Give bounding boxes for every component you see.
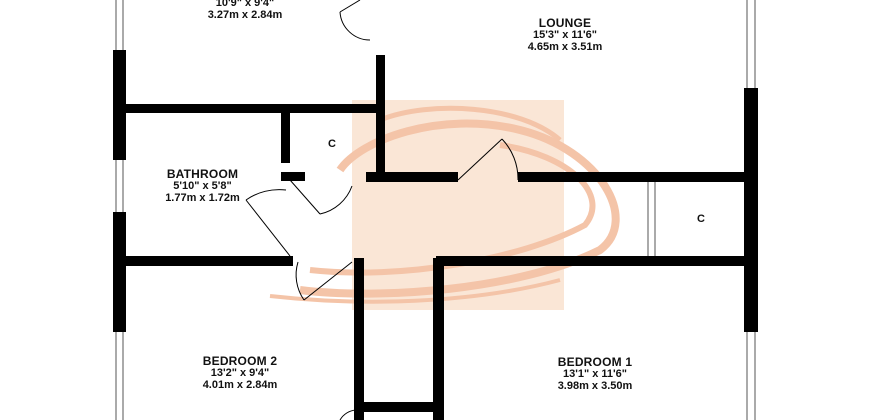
windows: [115, 0, 756, 420]
room-label-lounge: LOUNGE 15'3" x 11'6" 4.65m x 3.51m: [500, 17, 630, 53]
closet-label: C: [328, 138, 336, 150]
room-dimensions-imperial: 13'2" x 9'4": [210, 367, 270, 379]
room-dimensions-imperial: 5'10" x 5'8": [173, 180, 232, 192]
room-dimensions-metric: 4.65m x 3.51m: [527, 41, 603, 53]
closet-label: C: [697, 213, 705, 225]
room-name: LOUNGE: [538, 16, 592, 30]
room-name: BEDROOM 1: [557, 355, 633, 369]
room-name: BEDROOM 2: [202, 354, 278, 368]
room-name: BATHROOM: [166, 167, 239, 181]
doors: [245, 0, 519, 420]
room-dimensions-imperial: 13'1" x 11'6": [563, 368, 627, 380]
room-dimensions-metric: 3.27m x 2.84m: [207, 9, 283, 21]
room-label-bedroom-2: BEDROOM 2 13'2" x 9'4" 4.01m x 2.84m: [175, 355, 305, 391]
watermark-logo: [269, 100, 620, 310]
room-dimensions-metric: 3.98m x 3.50m: [557, 380, 633, 392]
room-label-bathroom: BATHROOM 5'10" x 5'8" 1.77m x 1.72m: [140, 168, 265, 204]
room-label-top-left: 10'9" x 9'4" 3.27m x 2.84m: [180, 0, 310, 21]
room-dimensions-imperial: 10'9" x 9'4": [215, 0, 275, 9]
room-label-bedroom-1: BEDROOM 1 13'1" x 11'6" 3.98m x 3.50m: [530, 356, 660, 392]
room-dimensions-imperial: 15'3" x 11'6": [533, 29, 597, 41]
room-dimensions-metric: 4.01m x 2.84m: [202, 379, 278, 391]
room-dimensions-metric: 1.77m x 1.72m: [165, 192, 240, 204]
walls: [113, 50, 758, 420]
